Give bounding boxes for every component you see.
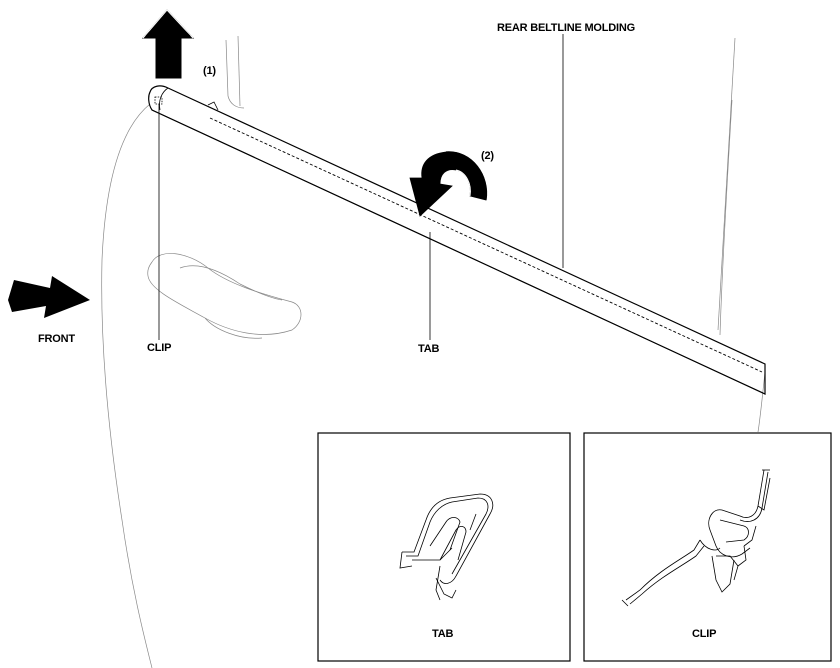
clip-label: CLIP [147,342,172,354]
inset-tab-caption: TAB [432,628,454,640]
clip-detail-drawing [621,469,771,607]
leader-lines [158,34,564,340]
step-2-label: (2) [481,150,494,162]
beltline-molding [148,85,766,395]
tab-label: TAB [418,343,440,355]
inset-tab-box [317,432,571,662]
rear-beltline-molding-label: REAR BELTLINE MOLDING [497,22,635,34]
rotate-arrow-icon [409,151,488,217]
door-handle [147,253,302,339]
clip-hidden-marker [154,96,163,105]
tab-detail-drawing [399,493,494,601]
inset-clip-box [583,432,832,662]
front-arrow-icon [8,276,90,318]
step-1-label: (1) [203,65,216,77]
up-arrow-icon [141,9,195,79]
front-label: FRONT [38,333,75,345]
inset-clip-caption: CLIP [692,628,717,640]
door-outline [101,35,766,668]
